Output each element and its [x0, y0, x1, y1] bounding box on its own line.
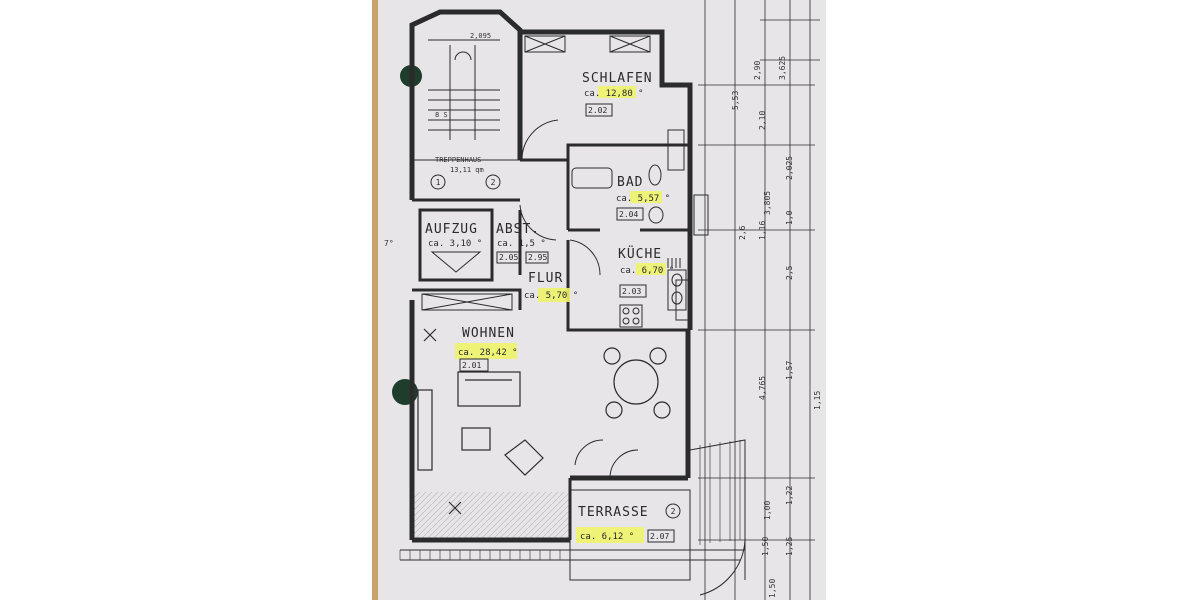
dim-16: 1,25 — [785, 537, 794, 556]
room-treppenhaus-area: 13,11 qm — [450, 166, 484, 174]
room-kueche-name: KÜCHE — [618, 245, 662, 262]
dim-17: 1,50 — [768, 579, 777, 598]
dim-2: 5,53 — [731, 91, 740, 110]
room-bad-area: ca. 5,57 ° — [616, 194, 670, 204]
room-treppenhaus-name: TREPPENHAUS — [435, 156, 481, 164]
treppenhaus-top-dim: 2,095 — [470, 32, 491, 40]
room-terrasse-area: ca. 6,12 ° — [580, 532, 634, 542]
bathroom-fixtures — [571, 164, 664, 224]
dim-3: 2,10 — [758, 111, 767, 130]
room-bad-code: 2.04 — [619, 210, 638, 219]
room-wohnen-name: WOHNEN — [462, 326, 515, 341]
room-labels: SCHLAFEN ca. 12,80 ° 2.02 TREPPENHAUS 13… — [425, 32, 681, 543]
windows — [421, 35, 709, 321]
stair-marker-2: 2 — [491, 178, 496, 187]
dim-9: 2,5 — [785, 265, 794, 280]
room-terrasse-code: 2.07 — [650, 532, 669, 541]
room-bad-name: BAD — [617, 175, 643, 190]
dim-10: 4,765 — [758, 376, 767, 400]
room-wohnen-code: 2.01 — [462, 361, 481, 370]
room-flur-area: ca. 5,70 ° — [524, 291, 578, 301]
table-edge — [372, 0, 380, 600]
dimension-labels: 2,90 3,625 5,53 2,10 2,025 3,805 1,0 2,6… — [384, 56, 822, 598]
terrace-railing — [399, 440, 741, 560]
stair-steps — [412, 39, 520, 161]
room-aufzug-area: ca. 3,10 ° — [428, 239, 482, 249]
dim-11: 1,57 — [785, 361, 794, 380]
dim-left-partial: 7° — [384, 239, 394, 248]
dim-12: 1,15 — [813, 391, 822, 410]
room-terrasse-name: TERRASSE — [578, 505, 649, 520]
kitchen-fixtures — [619, 258, 687, 328]
dim-7: 2,6 — [738, 225, 747, 240]
room-abst-area: ca. 1,5 ° — [497, 239, 546, 249]
room-abst-name: ABST. — [496, 222, 540, 237]
room-wohnen-area: ca. 28,42 ° — [458, 348, 518, 358]
room-flur-name: FLUR — [528, 271, 563, 286]
stair-marker-1: 1 — [436, 178, 441, 187]
highlights — [455, 86, 666, 543]
room-schlafen-code: 2.02 — [588, 106, 607, 115]
wohnen-floor-hatch — [412, 492, 570, 540]
dim-5: 3,805 — [763, 191, 772, 215]
dim-15: 1,50 — [761, 537, 770, 556]
dining-table — [603, 347, 671, 419]
dim-6: 1,0 — [785, 210, 794, 225]
door-swings — [519, 119, 639, 479]
room-abst-code: 2.95 — [528, 253, 547, 262]
stair-markers: 1 2 — [430, 174, 501, 190]
dim-0: 2,90 — [753, 61, 762, 80]
room-kueche-code: 2.03 — [622, 287, 641, 296]
room-terrasse-marker: 2 — [671, 507, 676, 516]
dim-14: 1,22 — [785, 486, 794, 505]
room-schlafen-area: ca. 12,80 ° — [584, 89, 644, 99]
dim-13: 1,00 — [763, 501, 772, 520]
dim-4: 2,025 — [785, 156, 794, 180]
treppenhaus-stair-label: 8 S — [435, 111, 448, 119]
room-aufzug-name: AUFZUG — [425, 222, 478, 237]
dim-1: 3,625 — [778, 56, 787, 80]
room-kueche-area: ca. 6,70 ° — [620, 266, 674, 276]
room-aufzug-code: 2.05 — [499, 253, 518, 262]
dim-8: 1,16 — [758, 221, 767, 240]
dimension-lines — [698, 0, 820, 600]
room-schlafen-name: SCHLAFEN — [582, 71, 653, 86]
